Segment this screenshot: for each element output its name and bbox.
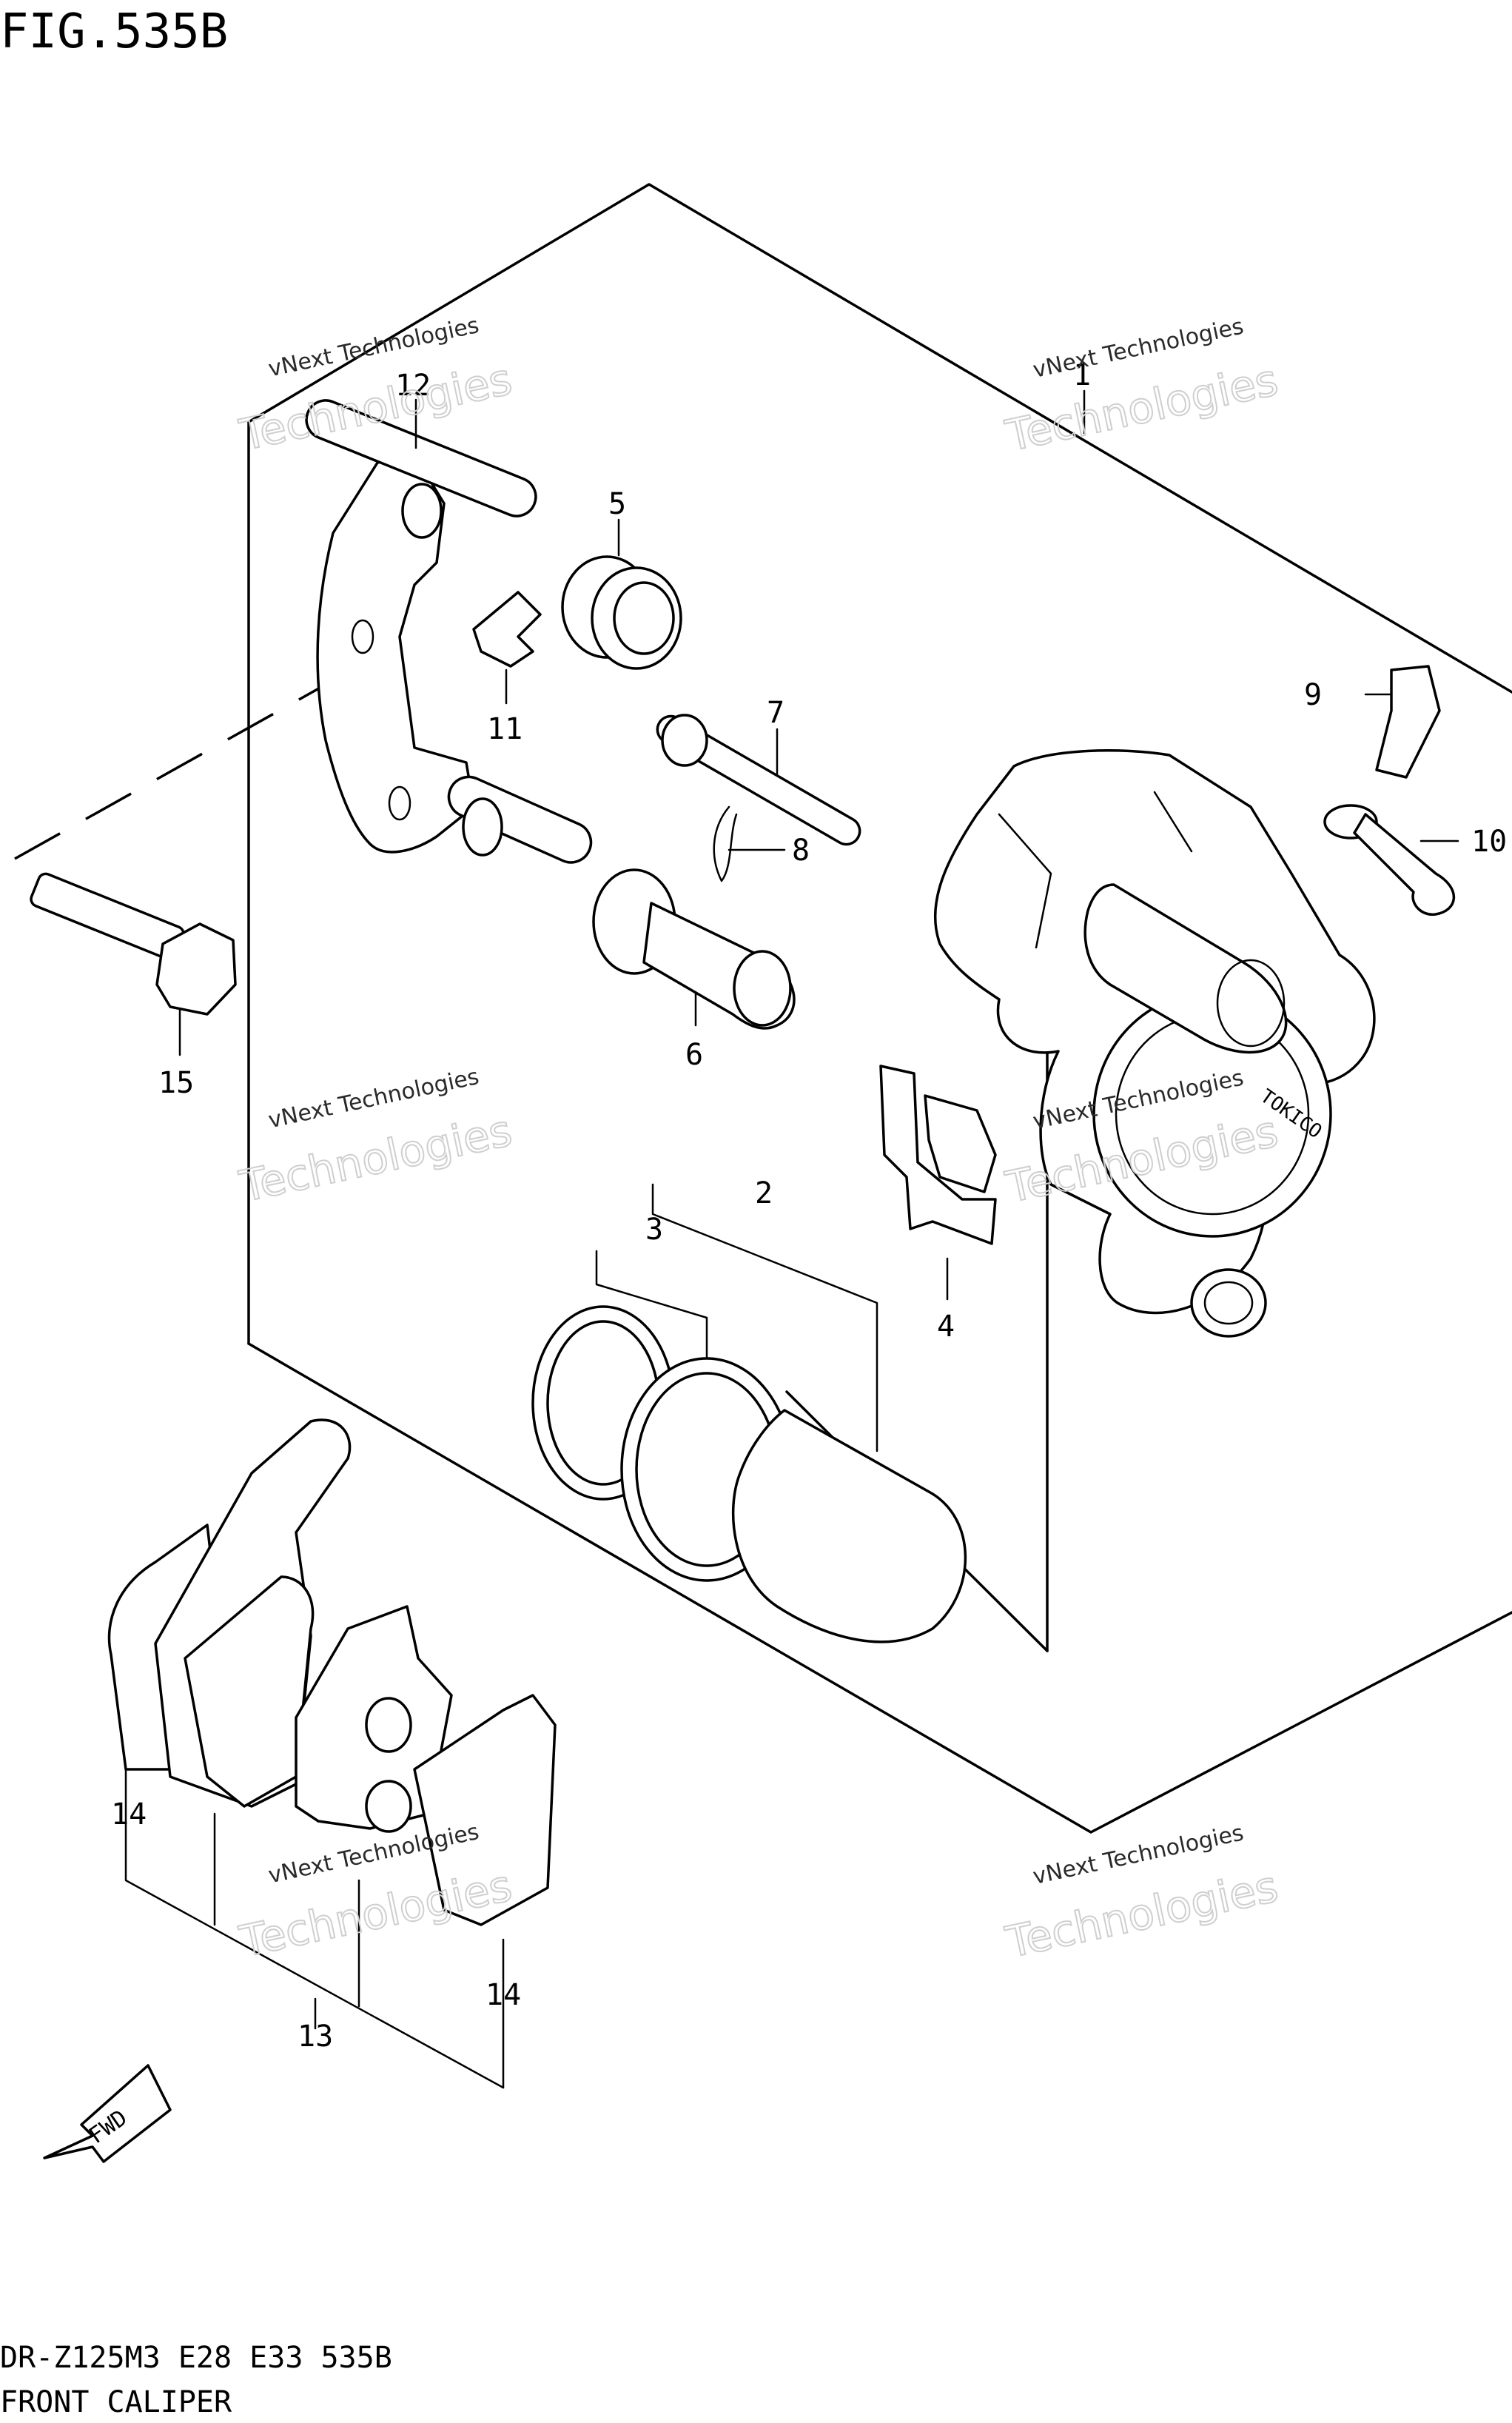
caliper-body-part-1: TOKICO — [933, 749, 1376, 1338]
watermark-3: Technologies vNext Technologies — [235, 1064, 517, 1213]
boot-part-5 — [561, 555, 682, 670]
callout-1: 1 — [1073, 358, 1091, 392]
brake-pads-part-13-14 — [107, 1418, 557, 2089]
piston-part-2 — [620, 1183, 967, 1643]
fwd-arrow: FWD — [43, 2064, 172, 2163]
callout-10: 10 — [1471, 825, 1507, 859]
callout-14-left: 14 — [111, 1797, 147, 1832]
pin-bolt-part-7 — [656, 714, 861, 846]
callout-5: 5 — [608, 487, 626, 521]
callout-4: 4 — [937, 1310, 955, 1344]
figure-title: FRONT CALIPER — [0, 2385, 232, 2419]
bolt-part-15 — [30, 872, 237, 1016]
clip-part-11 — [472, 591, 542, 668]
caliper-bracket-part-12 — [305, 399, 593, 864]
watermark-5: Technologies vNext Technologies — [235, 1819, 517, 1968]
callout-3: 3 — [645, 1213, 663, 1247]
watermark-2: Technologies vNext Technologies — [1001, 313, 1283, 462]
bleeder-part-9 — [1375, 665, 1441, 779]
figure-header: FIG.535B — [0, 4, 228, 59]
spring-pin-part-8 — [713, 805, 738, 882]
callout-6: 6 — [685, 1038, 703, 1072]
leader-lines — [178, 389, 1459, 2030]
callout-12: 12 — [395, 369, 431, 403]
callout-8: 8 — [792, 834, 810, 868]
pin-part-6 — [592, 868, 796, 1030]
callout-9: 9 — [1304, 678, 1322, 712]
callout-14-right: 14 — [485, 1978, 521, 2012]
callouts: 1 2 3 4 5 6 7 8 9 10 11 12 13 14 14 15 — [111, 358, 1507, 2054]
callout-7: 7 — [767, 696, 784, 730]
callout-2: 2 — [755, 1176, 773, 1210]
bleeder-cap-part-10 — [1323, 804, 1456, 916]
watermark-6: Technologies vNext Technologies — [1001, 1820, 1283, 1968]
callout-13: 13 — [298, 2020, 333, 2054]
callout-11: 11 — [487, 712, 523, 746]
callout-15: 15 — [158, 1066, 194, 1100]
pad-spring-part-4 — [879, 1065, 997, 1245]
model-line: DR-Z125M3 E28 E33 535B — [0, 2341, 392, 2375]
